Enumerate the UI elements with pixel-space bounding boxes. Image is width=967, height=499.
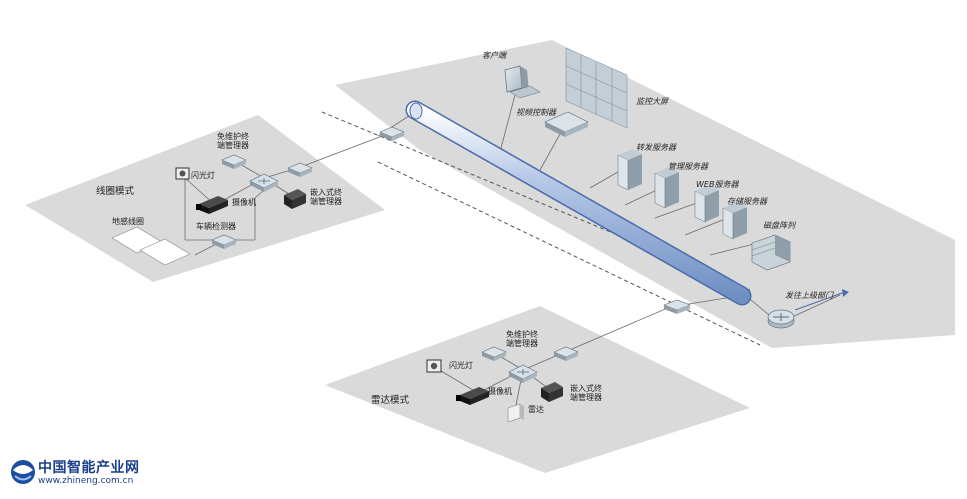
radar-device-icon <box>507 403 524 423</box>
logo-mark-icon <box>11 460 35 484</box>
storage-server-icon <box>722 202 747 240</box>
web-server-label: WEB服务器 <box>696 180 739 189</box>
backbone-bus <box>405 100 752 306</box>
monitor-wall-icon <box>565 47 628 129</box>
logo-name: 中国智能产业网 <box>38 460 140 476</box>
radar-embedded-manager-label: 嵌入式终 端管理器 <box>570 384 602 403</box>
video-controller-icon <box>544 111 589 137</box>
site-logo[interactable]: 中国智能产业网 www.zhineng.com.cn <box>8 457 168 491</box>
loop-switch-icon <box>287 162 313 177</box>
radar-mode-title: 雷达模式 <box>371 395 410 406</box>
radar-embedded-manager-icon <box>541 382 563 402</box>
logo-url: www.zhineng.com.cn <box>38 476 134 486</box>
disk-array-icon <box>751 234 791 271</box>
vehicle-detector-label: 车辆检测器 <box>196 222 236 231</box>
uplink-label: 发往上级部门 <box>785 291 833 300</box>
radar-flash-label: 闪光灯 <box>449 361 473 370</box>
radar-router-icon <box>508 364 538 383</box>
management-server-icon <box>654 167 679 209</box>
uplink-arrow <box>794 289 849 311</box>
ground-loop-icon <box>111 226 191 266</box>
loop-maintenance-free-manager-label: 免维护终 端管理器 <box>217 132 249 151</box>
loop-embedded-manager-icon <box>284 189 306 209</box>
core-router-icon <box>767 309 795 329</box>
radar-switch-icon <box>553 346 579 361</box>
radar-camera-icon <box>456 387 489 405</box>
radar-mode-platform <box>325 306 750 473</box>
server-room-platform <box>335 40 955 348</box>
boundary-switch-lower <box>663 299 691 314</box>
radar-label: 雷达 <box>528 405 544 414</box>
management-server-label: 管理服务器 <box>668 162 708 171</box>
loop-vehicle-detector-icon <box>211 234 237 249</box>
forward-server-label: 转发服务器 <box>636 143 676 152</box>
radar-flash-icon <box>426 359 442 373</box>
loop-mode-platform <box>25 115 385 282</box>
video-controller-label: 视频控制器 <box>516 108 556 117</box>
client-pc-icon <box>504 65 541 99</box>
loop-camera-label: 摄像机 <box>232 198 256 207</box>
monitor-wall-label: 监控大屏 <box>636 97 668 106</box>
loop-flash-label: 闪光灯 <box>191 171 215 180</box>
loop-mode-title: 线圈模式 <box>96 186 135 197</box>
radar-maintenance-free-manager-label: 免维护终 端管理器 <box>506 330 538 349</box>
loop-embedded-manager-label: 嵌入式终 端管理器 <box>310 188 342 207</box>
storage-server-label: 存储服务器 <box>727 197 767 206</box>
loop-flash-icon <box>175 167 190 180</box>
boundary-dashed-line-lower <box>377 161 761 346</box>
loop-maintenance-free-manager-icon <box>221 154 247 169</box>
radar-camera-label: 摄像机 <box>488 387 512 396</box>
client-label: 客户端 <box>482 51 506 60</box>
ground-loop-label: 地感线圈 <box>112 217 144 226</box>
boundary-switch-upper <box>379 126 405 141</box>
loop-router-icon <box>249 173 279 192</box>
disk-array-label: 磁盘阵列 <box>763 221 795 230</box>
forward-server-icon <box>617 149 642 191</box>
loop-camera-icon <box>196 196 228 214</box>
web-server-icon <box>694 185 719 223</box>
radar-maintenance-free-manager-icon <box>481 346 507 361</box>
